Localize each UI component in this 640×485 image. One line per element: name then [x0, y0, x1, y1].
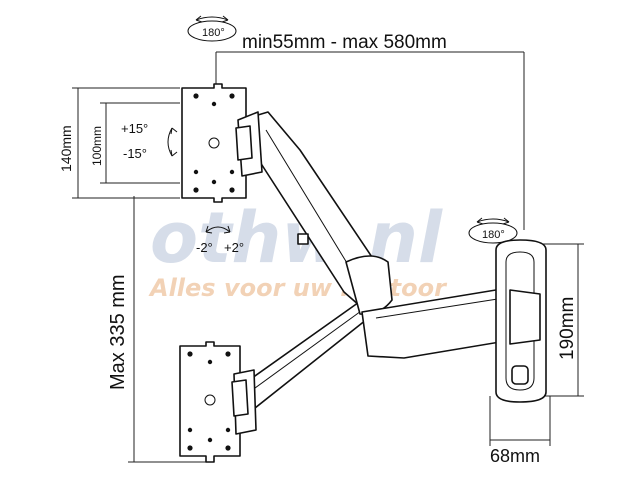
- wall-plate-slot: [505, 251, 535, 391]
- level-arrowheads-icon: [205, 225, 231, 234]
- bottom-vesa-plate: [179, 341, 257, 463]
- panel-inner-label: 100mm: [90, 126, 104, 166]
- tilt-up-label: +15°: [121, 121, 148, 136]
- bottom-vesa-hole: [187, 351, 193, 357]
- top-vesa-hole: [193, 93, 199, 99]
- rotate-top-arrow-icon: [195, 16, 229, 21]
- wall-dimensions: 190mm 68mm: [489, 243, 584, 466]
- top-vesa-plate: [181, 83, 263, 203]
- width-dimension: min55mm - max 580mm: [215, 32, 525, 230]
- top-vesa-hole: [211, 101, 217, 107]
- rotate-wall-badge: 180°: [468, 217, 518, 244]
- top-tilt-knob: [235, 125, 253, 161]
- bottom-vesa-hole: [187, 427, 193, 433]
- wall-plate-bracket: [509, 289, 541, 345]
- top-vesa-hole: [229, 187, 235, 193]
- tilt-down-label: -15°: [123, 146, 147, 161]
- tilt-arrow-icon: [167, 127, 173, 157]
- bottom-vesa-plate-body: [179, 341, 241, 463]
- rotate-top-ellipse: [187, 20, 237, 42]
- top-vesa-hole: [229, 169, 235, 175]
- extension-arm-edge: [375, 297, 505, 319]
- rotate-wall-ellipse: [468, 222, 518, 244]
- tilt-indicator: +15° -15°: [121, 121, 178, 161]
- bottom-vesa-center-hole: [204, 394, 216, 406]
- bottom-vesa-hole: [225, 427, 231, 433]
- top-vesa-hole: [229, 93, 235, 99]
- top-vesa-hole: [193, 187, 199, 193]
- width-range-label: min55mm - max 580mm: [242, 32, 447, 53]
- rotate-top-label: 180°: [202, 27, 225, 39]
- level-left-label: -2°: [196, 240, 213, 255]
- level-indicator: -2° +2°: [196, 225, 244, 255]
- upper-arm-screw: [297, 233, 309, 245]
- rotate-wall-arrowheads-icon: [476, 217, 510, 225]
- bottom-vesa-hole: [225, 351, 231, 357]
- rotate-top-arrowheads-icon: [195, 15, 229, 23]
- tilt-arrowheads-icon: [170, 127, 178, 157]
- rotate-wall-label: 180°: [482, 229, 505, 241]
- level-arrow-icon: [205, 226, 231, 233]
- lower-arm: [237, 299, 377, 413]
- rotate-top-badge: 180°: [187, 15, 237, 42]
- rotate-wall-arrow-icon: [476, 218, 510, 223]
- bottom-vesa-hole: [225, 445, 231, 451]
- top-vesa-hole: [193, 169, 199, 175]
- panel-dimensions: 140mm 100mm: [58, 87, 180, 199]
- wall-plate-cap: [511, 365, 529, 385]
- bottom-vesa-hole: [207, 359, 213, 365]
- wall-height-label: 190mm: [557, 297, 578, 360]
- wall-depth-label: 68mm: [490, 446, 540, 466]
- height-max-label: Max 335 mm: [107, 274, 129, 390]
- bottom-tilt-knob: [231, 379, 249, 417]
- level-right-label: +2°: [224, 240, 244, 255]
- bottom-vesa-hole: [207, 437, 213, 443]
- watermark-slogan: Alles voor uw kantoor: [148, 274, 448, 302]
- height-dimension: Max 335 mm: [107, 196, 212, 463]
- panel-outer-label: 140mm: [58, 125, 74, 172]
- lower-arm-edge: [243, 305, 369, 397]
- top-vesa-center-hole: [208, 137, 220, 149]
- top-vesa-hole: [211, 179, 217, 185]
- bottom-vesa-hole: [187, 445, 193, 451]
